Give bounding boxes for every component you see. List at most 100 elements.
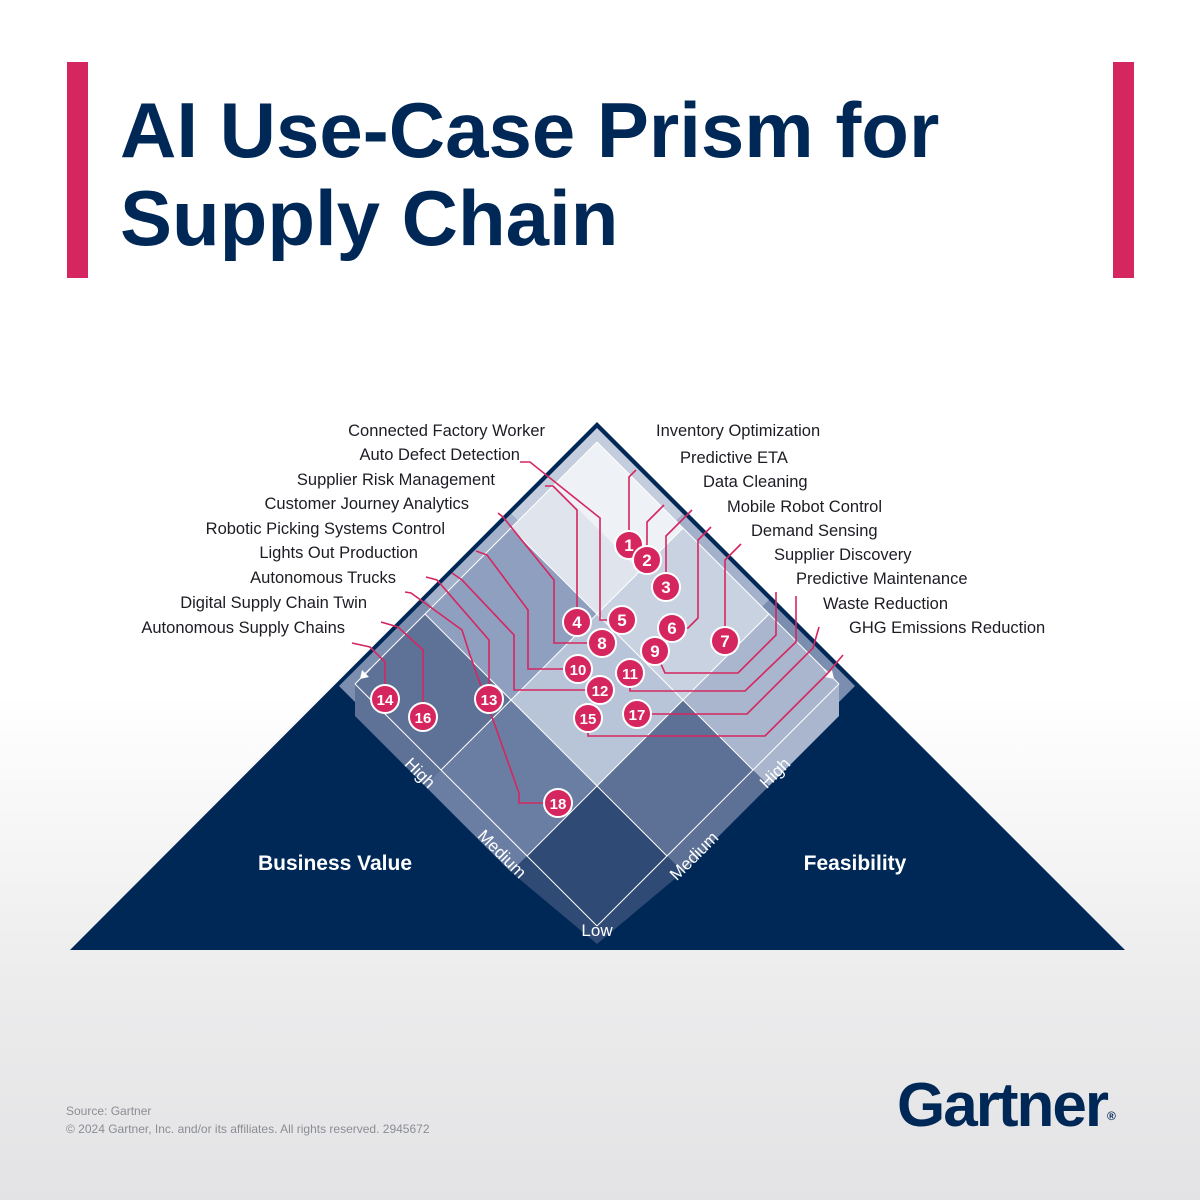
origin-low-label: Low	[581, 921, 613, 940]
use-case-marker-11[interactable]: 11	[615, 658, 645, 688]
leader-line-16	[380, 621, 424, 717]
marker-number-2: 2	[642, 551, 651, 570]
marker-number-7: 7	[720, 632, 729, 651]
leader-line-1	[628, 469, 637, 545]
marker-dot-4	[562, 607, 592, 637]
page-title: AI Use-Case Prism for Supply Chain	[120, 86, 1100, 262]
use-case-marker-6[interactable]: 6	[657, 613, 687, 643]
use-case-marker-17[interactable]: 17	[622, 699, 652, 729]
marker-number-11: 11	[622, 666, 638, 683]
use-case-marker-8[interactable]: 8	[587, 628, 617, 658]
use-case-label-5: Auto Defect Detection	[359, 446, 520, 464]
marker-number-6: 6	[667, 619, 676, 638]
leader-line-4	[545, 485, 578, 622]
leader-line-14	[351, 642, 386, 699]
marker-dot-3	[651, 572, 681, 602]
use-case-marker-3[interactable]: 3	[651, 572, 681, 602]
marker-number-9: 9	[650, 642, 659, 661]
use-case-marker-14[interactable]: 14	[370, 684, 400, 714]
use-case-marker-15[interactable]: 15	[573, 703, 603, 733]
leader-line-2	[646, 504, 665, 560]
marker-number-5: 5	[617, 611, 626, 630]
axis-arrowhead-left	[360, 670, 369, 679]
use-case-label-16: Digital Supply Chain Twin	[180, 594, 367, 612]
use-case-label-13: Lights Out Production	[259, 544, 418, 562]
grid-line	[510, 527, 754, 771]
leader-line-12	[451, 572, 600, 691]
leader-line-3	[665, 509, 693, 587]
leader-line-9	[654, 592, 777, 674]
marker-dot-9	[640, 636, 670, 666]
marker-number-18: 18	[550, 796, 567, 813]
marker-number-17: 17	[629, 707, 646, 724]
marker-dot-2	[632, 545, 662, 575]
use-case-label-4: Connected Factory Worker	[348, 422, 545, 440]
zone-low-low-bottom	[511, 786, 683, 944]
use-case-label-7: Demand Sensing	[751, 522, 878, 540]
use-case-label-1: Inventory Optimization	[656, 422, 820, 440]
use-case-marker-12[interactable]: 12	[585, 675, 615, 705]
use-case-label-6: Mobile Robot Control	[727, 498, 882, 516]
title-accent-bar-left	[67, 62, 88, 278]
marker-number-10: 10	[570, 662, 587, 679]
axis-arrowhead-right	[825, 670, 834, 679]
title-line-2: Supply Chain	[120, 174, 619, 262]
marker-number-15: 15	[580, 711, 597, 728]
use-case-marker-10[interactable]: 10	[563, 654, 593, 684]
marker-number-4: 4	[572, 613, 582, 632]
use-case-marker-16[interactable]: 16	[408, 702, 438, 732]
leader-line-13	[425, 576, 490, 699]
marker-dot-17	[622, 699, 652, 729]
business-value-axis-label: Business Value	[258, 852, 412, 875]
marker-number-14: 14	[377, 692, 394, 709]
marker-dot-11	[615, 658, 645, 688]
title-line-1: AI Use-Case Prism for	[120, 86, 940, 174]
use-case-marker-2[interactable]: 2	[632, 545, 662, 575]
use-case-label-14: Autonomous Supply Chains	[141, 619, 345, 637]
use-case-label-8: Supplier Risk Management	[297, 471, 496, 489]
use-case-marker-7[interactable]: 7	[710, 626, 740, 656]
marker-dot-12	[585, 675, 615, 705]
use-case-marker-18[interactable]: 18	[543, 788, 573, 818]
grid-line	[354, 683, 598, 927]
use-case-marker-5[interactable]: 5	[607, 605, 637, 635]
marker-dot-7	[710, 626, 740, 656]
leader-line-17	[637, 626, 820, 715]
gartner-logo: Gartner®	[897, 1070, 1116, 1141]
use-case-marker-9[interactable]: 9	[640, 636, 670, 666]
marker-dot-16	[408, 702, 438, 732]
footer-source: Source: Gartner	[66, 1104, 152, 1118]
use-case-marker-13[interactable]: 13	[474, 684, 504, 714]
use-case-label-3: Data Cleaning	[703, 473, 808, 491]
use-case-label-10: Customer Journey Analytics	[264, 495, 469, 513]
footer-copyright: © 2024 Gartner, Inc. and/or its affiliat…	[66, 1122, 430, 1136]
marker-number-16: 16	[415, 710, 432, 727]
leader-line-8	[497, 512, 602, 644]
title-accent-bar-right	[1113, 62, 1134, 278]
feasibility-axis-label: Feasibility	[804, 852, 907, 875]
marker-dot-8	[587, 628, 617, 658]
use-case-marker-4[interactable]: 4	[562, 607, 592, 637]
use-case-label-2: Predictive ETA	[680, 449, 788, 467]
use-case-label-12: Robotic Picking Systems Control	[206, 520, 445, 538]
marker-dot-5	[607, 605, 637, 635]
leader-line-18	[404, 591, 558, 804]
marker-number-3: 3	[661, 578, 670, 597]
marker-dot-18	[543, 788, 573, 818]
marker-dot-13	[474, 684, 504, 714]
use-case-label-11: Predictive Maintenance	[796, 570, 968, 588]
marker-number-8: 8	[597, 634, 606, 653]
marker-number-12: 12	[592, 683, 609, 700]
leader-line-7	[724, 543, 742, 641]
marker-dot-6	[657, 613, 687, 643]
brand-mark: ®	[1106, 1109, 1116, 1123]
marker-dot-14	[370, 684, 400, 714]
use-case-label-15: GHG Emissions Reduction	[849, 619, 1045, 637]
marker-number-13: 13	[481, 692, 498, 709]
use-case-label-9: Supplier Discovery	[774, 546, 912, 564]
marker-dot-10	[563, 654, 593, 684]
grid-line	[596, 683, 840, 927]
